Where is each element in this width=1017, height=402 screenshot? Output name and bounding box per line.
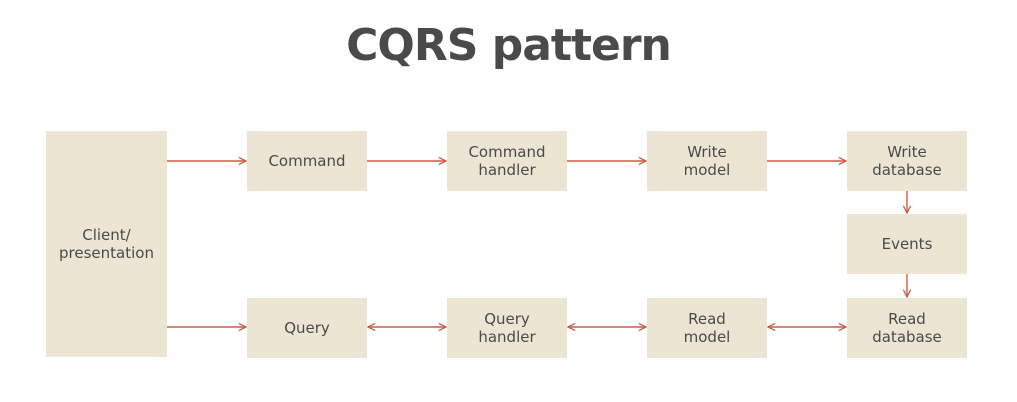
query-handler-box: Query handler <box>447 298 567 358</box>
read-database-box: Read database <box>847 298 967 358</box>
read-model-box: Read model <box>647 298 767 358</box>
query-box: Query <box>247 298 367 358</box>
command-handler-box: Command handler <box>447 131 567 191</box>
events-box: Events <box>847 214 967 274</box>
command-box: Command <box>247 131 367 191</box>
diagram-title: CQRS pattern <box>346 20 672 71</box>
write-database-box: Write database <box>847 131 967 191</box>
write-model-box: Write model <box>647 131 767 191</box>
client-presentation-box: Client/ presentation <box>46 131 167 357</box>
